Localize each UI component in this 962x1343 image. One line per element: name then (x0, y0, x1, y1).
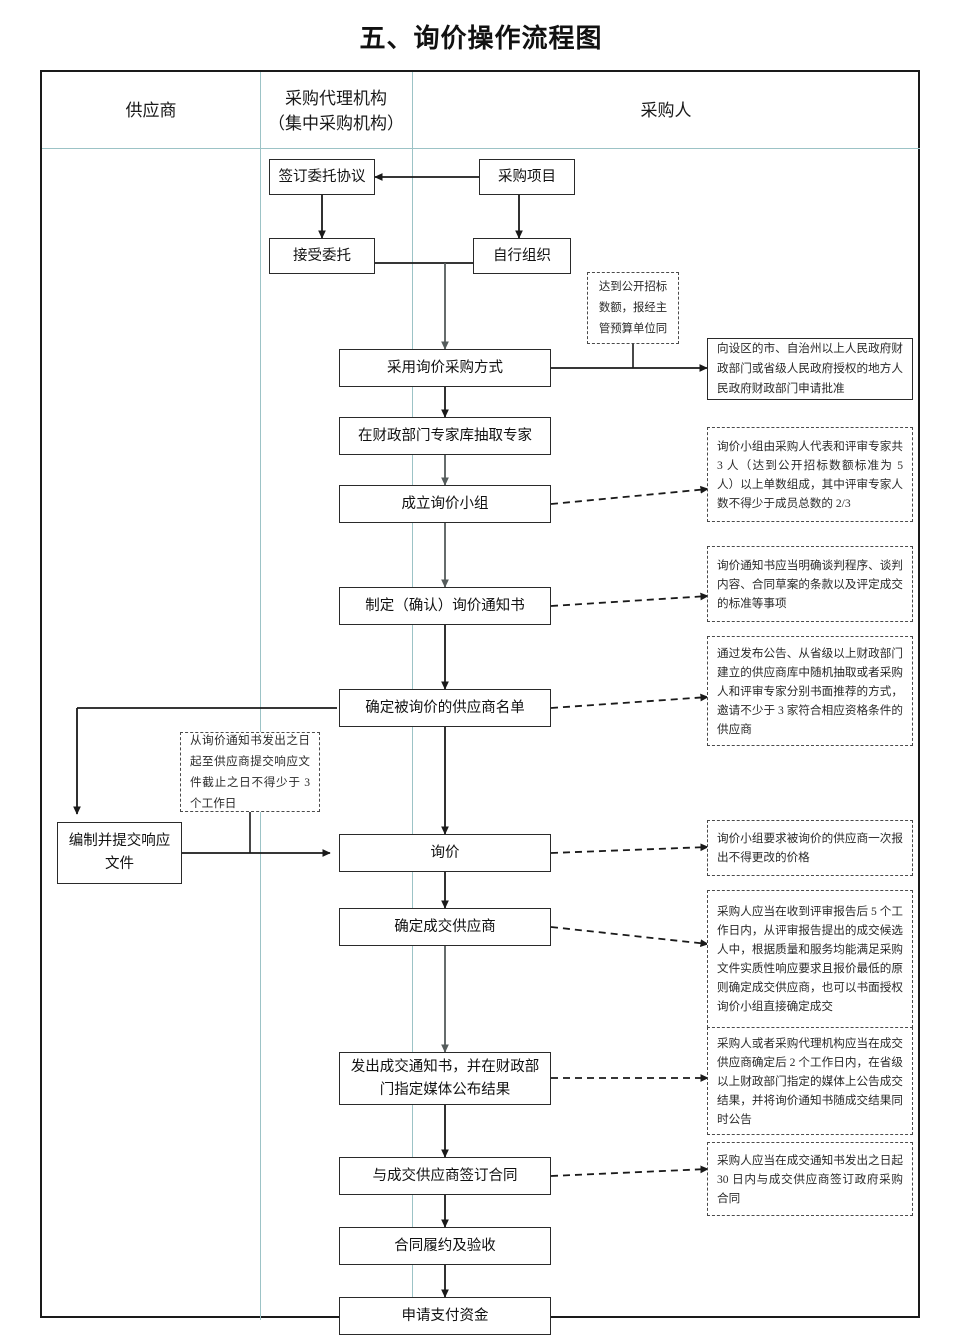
node-apply-payment[interactable]: 申请支付资金 (339, 1297, 551, 1335)
note-publish-result: 采购人或者采购代理机构应当在成交供应商确定后 2 个工作日内，在省级以上财政部门… (707, 1027, 913, 1135)
node-inquiry[interactable]: 询价 (339, 834, 551, 872)
lane-header-separator (42, 148, 920, 149)
node-determine-winner-label: 确定成交供应商 (394, 919, 496, 935)
node-sign-contract-label: 与成交供应商签订合同 (372, 1168, 518, 1184)
lane-divider-supplier-agency (260, 72, 261, 1320)
note-apply-approval-text: 向设区的市、自治州以上人民政府财政部门或省级人民政府授权的地方人民政府财政部门申… (717, 342, 903, 395)
node-accept-entrust[interactable]: 接受委托 (269, 238, 375, 274)
node-draw-experts-label: 在财政部门专家库抽取专家 (358, 428, 532, 444)
node-sign-entrust[interactable]: 签订委托协议 (269, 159, 375, 195)
node-form-inquiry-group[interactable]: 成立询价小组 (339, 485, 551, 523)
node-determine-winner[interactable]: 确定成交供应商 (339, 908, 551, 946)
note-response-deadline-text: 从询价通知书发出之日起至供应商提交响应文件截止之日不得少于 3 个工作日 (190, 734, 310, 810)
flowchart-frame: 供应商 采购代理机构 （集中采购机构） 采购人 (40, 70, 920, 1335)
node-apply-payment-label: 申请支付资金 (401, 1308, 489, 1324)
note-invite-suppliers-text: 通过发布公告、从省级以上财政部门建立的供应商库中随机抽取或者采购人和评审专家分别… (717, 646, 903, 736)
note-invite-suppliers: 通过发布公告、从省级以上财政部门建立的供应商库中随机抽取或者采购人和评审专家分别… (707, 636, 913, 746)
note-inquiry-notice-content: 询价通知书应当明确谈判程序、谈判内容、合同草案的条款以及评定成交的标准等事项 (707, 546, 913, 622)
node-make-inquiry-notice[interactable]: 制定（确认）询价通知书 (339, 587, 551, 625)
node-self-organize-label: 自行组织 (493, 248, 551, 264)
node-draw-experts[interactable]: 在财政部门专家库抽取专家 (339, 417, 551, 455)
note-group-composition: 询价小组由采购人代表和评审专家共 3 人（达到公开招标数额标准为 5 人）以上单… (707, 427, 913, 522)
node-make-inquiry-notice-label: 制定（确认）询价通知书 (365, 598, 525, 614)
node-issue-award-notice[interactable]: 发出成交通知书，并在财政部门指定媒体公布结果 (339, 1052, 551, 1105)
node-form-inquiry-group-label: 成立询价小组 (401, 496, 489, 512)
node-adopt-inquiry-label: 采用询价采购方式 (387, 360, 503, 376)
node-accept-entrust-label: 接受委托 (293, 248, 351, 264)
note-contract-30-days: 采购人应当在成交通知书发出之日起 30 日内与成交供应商签订政府采购合同 (707, 1142, 913, 1216)
node-sign-contract[interactable]: 与成交供应商签订合同 (339, 1157, 551, 1195)
lane-label-agency-text: 采购代理机构 (285, 89, 387, 108)
node-adopt-inquiry[interactable]: 采用询价采购方式 (339, 349, 551, 387)
node-prepare-response[interactable]: 编制并提交响应文件 (57, 822, 182, 884)
node-issue-award-notice-label: 发出成交通知书，并在财政部门指定媒体公布结果 (350, 1058, 540, 1098)
node-supplier-list[interactable]: 确定被询价的供应商名单 (339, 689, 551, 727)
lane-label-purchaser: 采购人 (412, 98, 920, 123)
note-one-time-quote-text: 询价小组要求被询价的供应商一次报出不得更改的价格 (717, 832, 903, 864)
lane-label-purchaser-text: 采购人 (640, 101, 692, 120)
note-response-deadline: 从询价通知书发出之日起至供应商提交响应文件截止之日不得少于 3 个工作日 (180, 732, 320, 812)
lane-label-agency: 采购代理机构 （集中采购机构） (260, 86, 412, 136)
note-inquiry-notice-content-text: 询价通知书应当明确谈判程序、谈判内容、合同草案的条款以及评定成交的标准等事项 (717, 558, 903, 610)
node-supplier-list-label: 确定被询价的供应商名单 (365, 700, 525, 716)
node-purchase-project[interactable]: 采购项目 (479, 159, 575, 195)
node-contract-performance-label: 合同履约及验收 (394, 1238, 496, 1254)
node-inquiry-label: 询价 (430, 845, 460, 861)
note-award-rule: 采购人应当在收到评审报告后 5 个工作日内，从评审报告提出的成交候选人中，根据质… (707, 890, 913, 1028)
note-public-bid-threshold: 达到公开招标数额，报经主管预算单位同 (587, 272, 679, 344)
lane-label-agency-subtext: （集中采购机构） (268, 114, 404, 133)
note-contract-30-days-text: 采购人应当在成交通知书发出之日起 30 日内与成交供应商签订政府采购合同 (717, 1153, 903, 1205)
node-sign-entrust-label: 签订委托协议 (278, 169, 366, 185)
lane-label-supplier-text: 供应商 (125, 101, 177, 120)
page-title: 五、询价操作流程图 (359, 24, 603, 53)
node-contract-performance[interactable]: 合同履约及验收 (339, 1227, 551, 1265)
note-award-rule-text: 采购人应当在收到评审报告后 5 个工作日内，从评审报告提出的成交候选人中，根据质… (717, 905, 903, 1013)
node-purchase-project-label: 采购项目 (498, 169, 556, 185)
note-one-time-quote: 询价小组要求被询价的供应商一次报出不得更改的价格 (707, 820, 913, 876)
note-publish-result-text: 采购人或者采购代理机构应当在成交供应商确定后 2 个工作日内，在省级以上财政部门… (717, 1036, 903, 1126)
node-prepare-response-label: 编制并提交响应文件 (68, 833, 171, 872)
note-apply-approval: 向设区的市、自治州以上人民政府财政部门或省级人民政府授权的地方人民政府财政部门申… (707, 338, 913, 400)
note-group-composition-text: 询价小组由采购人代表和评审专家共 3 人（达到公开招标数额标准为 5 人）以上单… (717, 439, 903, 510)
node-self-organize[interactable]: 自行组织 (473, 238, 571, 274)
note-public-bid-threshold-text: 达到公开招标数额，报经主管预算单位同 (598, 280, 668, 335)
lane-label-supplier: 供应商 (42, 98, 260, 123)
